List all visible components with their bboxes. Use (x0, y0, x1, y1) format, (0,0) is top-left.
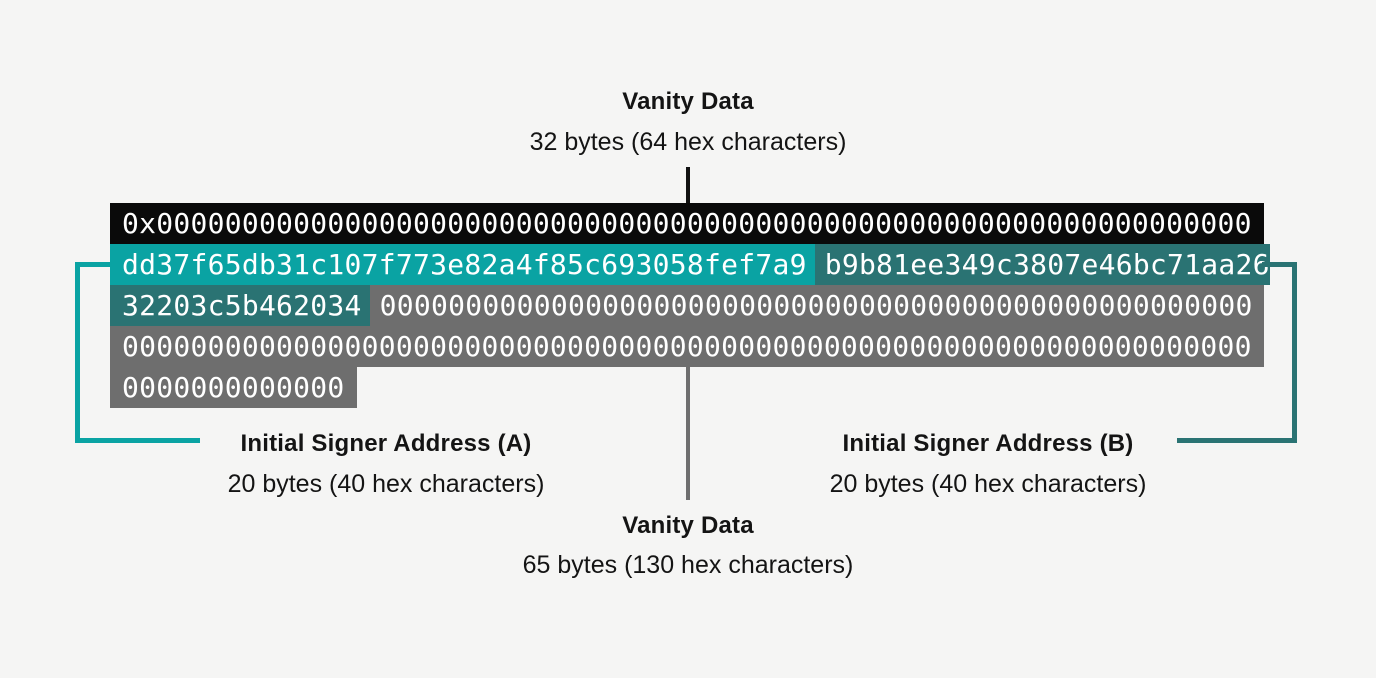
vanity-data-top-title: Vanity Data (622, 88, 754, 115)
signer-b-bracket-bottom-arm (1177, 438, 1297, 443)
signer-a-bracket-bottom-arm (75, 438, 200, 443)
hex-row-2: dd37f65db31c107f773e82a4f85c693058fef7a9… (110, 244, 1270, 285)
hex-row-4: 0000000000000000000000000000000000000000… (110, 326, 1264, 367)
top-connector-line (686, 167, 690, 203)
signer-a-subtitle: 20 bytes (40 hex characters) (227, 470, 545, 498)
vanity-data-top-label-group: Vanity Data 32 bytes (64 hex characters) (438, 88, 938, 157)
bottom-connector-line (686, 367, 690, 500)
vanity65-segment-row4: 0000000000000000000000000000000000000000… (110, 326, 1264, 367)
hex-box: 0x00000000000000000000000000000000000000… (110, 203, 1270, 408)
vanity32-segment: 0x00000000000000000000000000000000000000… (110, 203, 1264, 244)
signer-b-segment-part2: 32203c5b462034 (110, 285, 370, 326)
vanity65-segment-row5: 0000000000000 (110, 367, 357, 408)
vanity-data-top-subtitle: 32 bytes (64 hex characters) (529, 128, 847, 156)
signer-b-subtitle: 20 bytes (40 hex characters) (829, 470, 1147, 498)
hex-row-3: 32203c5b462034 0000000000000000000000000… (110, 285, 1264, 326)
signer-b-bracket-top-arm (1262, 262, 1297, 267)
signer-b-bracket-vertical (1292, 262, 1297, 443)
vanity-data-bottom-label-group: Vanity Data 65 bytes (130 hex characters… (438, 512, 938, 580)
vanity-data-bottom-title: Vanity Data (622, 512, 754, 539)
signer-b-segment-part1: b9b81ee349c3807e46bc71aa26 (814, 244, 1270, 285)
hex-row-5: 0000000000000 (110, 367, 1264, 408)
signer-a-segment: dd37f65db31c107f773e82a4f85c693058fef7a9 (110, 244, 815, 285)
signer-a-bracket-vertical (75, 262, 80, 443)
hex-row-1: 0x00000000000000000000000000000000000000… (110, 203, 1264, 244)
signer-b-title: Initial Signer Address (B) (842, 430, 1134, 457)
vanity65-segment-row3: 0000000000000000000000000000000000000000… (369, 285, 1264, 326)
vanity-data-bottom-subtitle: 65 bytes (130 hex characters) (522, 551, 854, 579)
signer-a-bracket-top-arm (75, 262, 110, 267)
signer-a-label-group: Initial Signer Address (A) 20 bytes (40 … (186, 430, 586, 499)
signer-a-title: Initial Signer Address (A) (240, 430, 532, 457)
signer-b-label-group: Initial Signer Address (B) 20 bytes (40 … (788, 430, 1188, 499)
